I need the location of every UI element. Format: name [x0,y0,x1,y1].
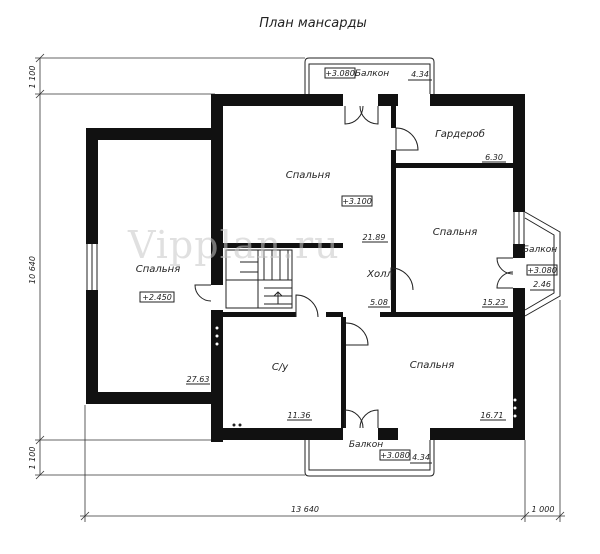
doors [194,105,514,429]
dimension-lines [35,53,565,522]
room-name-bedroom-top: Спальня [286,170,331,181]
balcony-bottom-name: Балкон [349,440,383,450]
room-area-bedroom-right: 15.23 [483,298,506,307]
balcony-top [304,57,435,94]
room-level-bedroom-top: +3.100 [342,197,372,206]
interior-walls [211,106,513,428]
window-right [513,212,525,244]
room-name-bedroom-bottom: Спальня [410,360,455,371]
room-name-bedroom-right: Спальня [433,227,478,238]
balcony-bottom-area: 4.34 [412,453,430,462]
window-left [86,244,98,290]
plan-title: План мансарды [259,16,367,31]
room-area-bedroom-top: 21.89 [363,233,386,242]
dim-width-total: 13 640 [291,505,319,514]
bathroom-fixtures [214,322,517,427]
balcony-top-name: Балкон [355,69,389,79]
room-level-bedroom-left: +2.450 [142,293,172,302]
room-name-wardrobe: Гардероб [435,128,485,140]
room-area-bathroom: 11.36 [288,411,311,420]
balcony-bottom [304,440,435,477]
balcony-top-area: 4.34 [411,70,429,79]
outer-walls [86,94,525,442]
balcony-bottom-level: +3.080 [380,451,410,460]
balcony-right [524,211,561,317]
room-name-bathroom: С/у [272,362,289,373]
room-area-hall: 5.08 [370,298,388,307]
room-area-bedroom-left: 27.63 [187,375,210,384]
watermark: Vipplan.ru [127,223,340,267]
balcony-right-name: Балкон [523,245,557,255]
room-name-bedroom-left: Спальня [136,264,181,275]
room-area-wardrobe: 6.30 [485,153,503,162]
dim-offset-bottom: 1 100 [28,447,37,470]
balcony-right-area: 2.46 [533,280,551,289]
room-area-bedroom-bottom: 16.71 [481,411,504,420]
balcony-right-level: +3.080 [527,266,557,275]
room-name-hall: Холл [366,269,393,280]
dim-height-total: 10 640 [28,256,37,284]
dim-width-right: 1 000 [532,505,555,514]
dim-offset-top: 1 100 [28,66,37,89]
balcony-top-level: +3.080 [325,69,355,78]
staircase [225,249,293,309]
